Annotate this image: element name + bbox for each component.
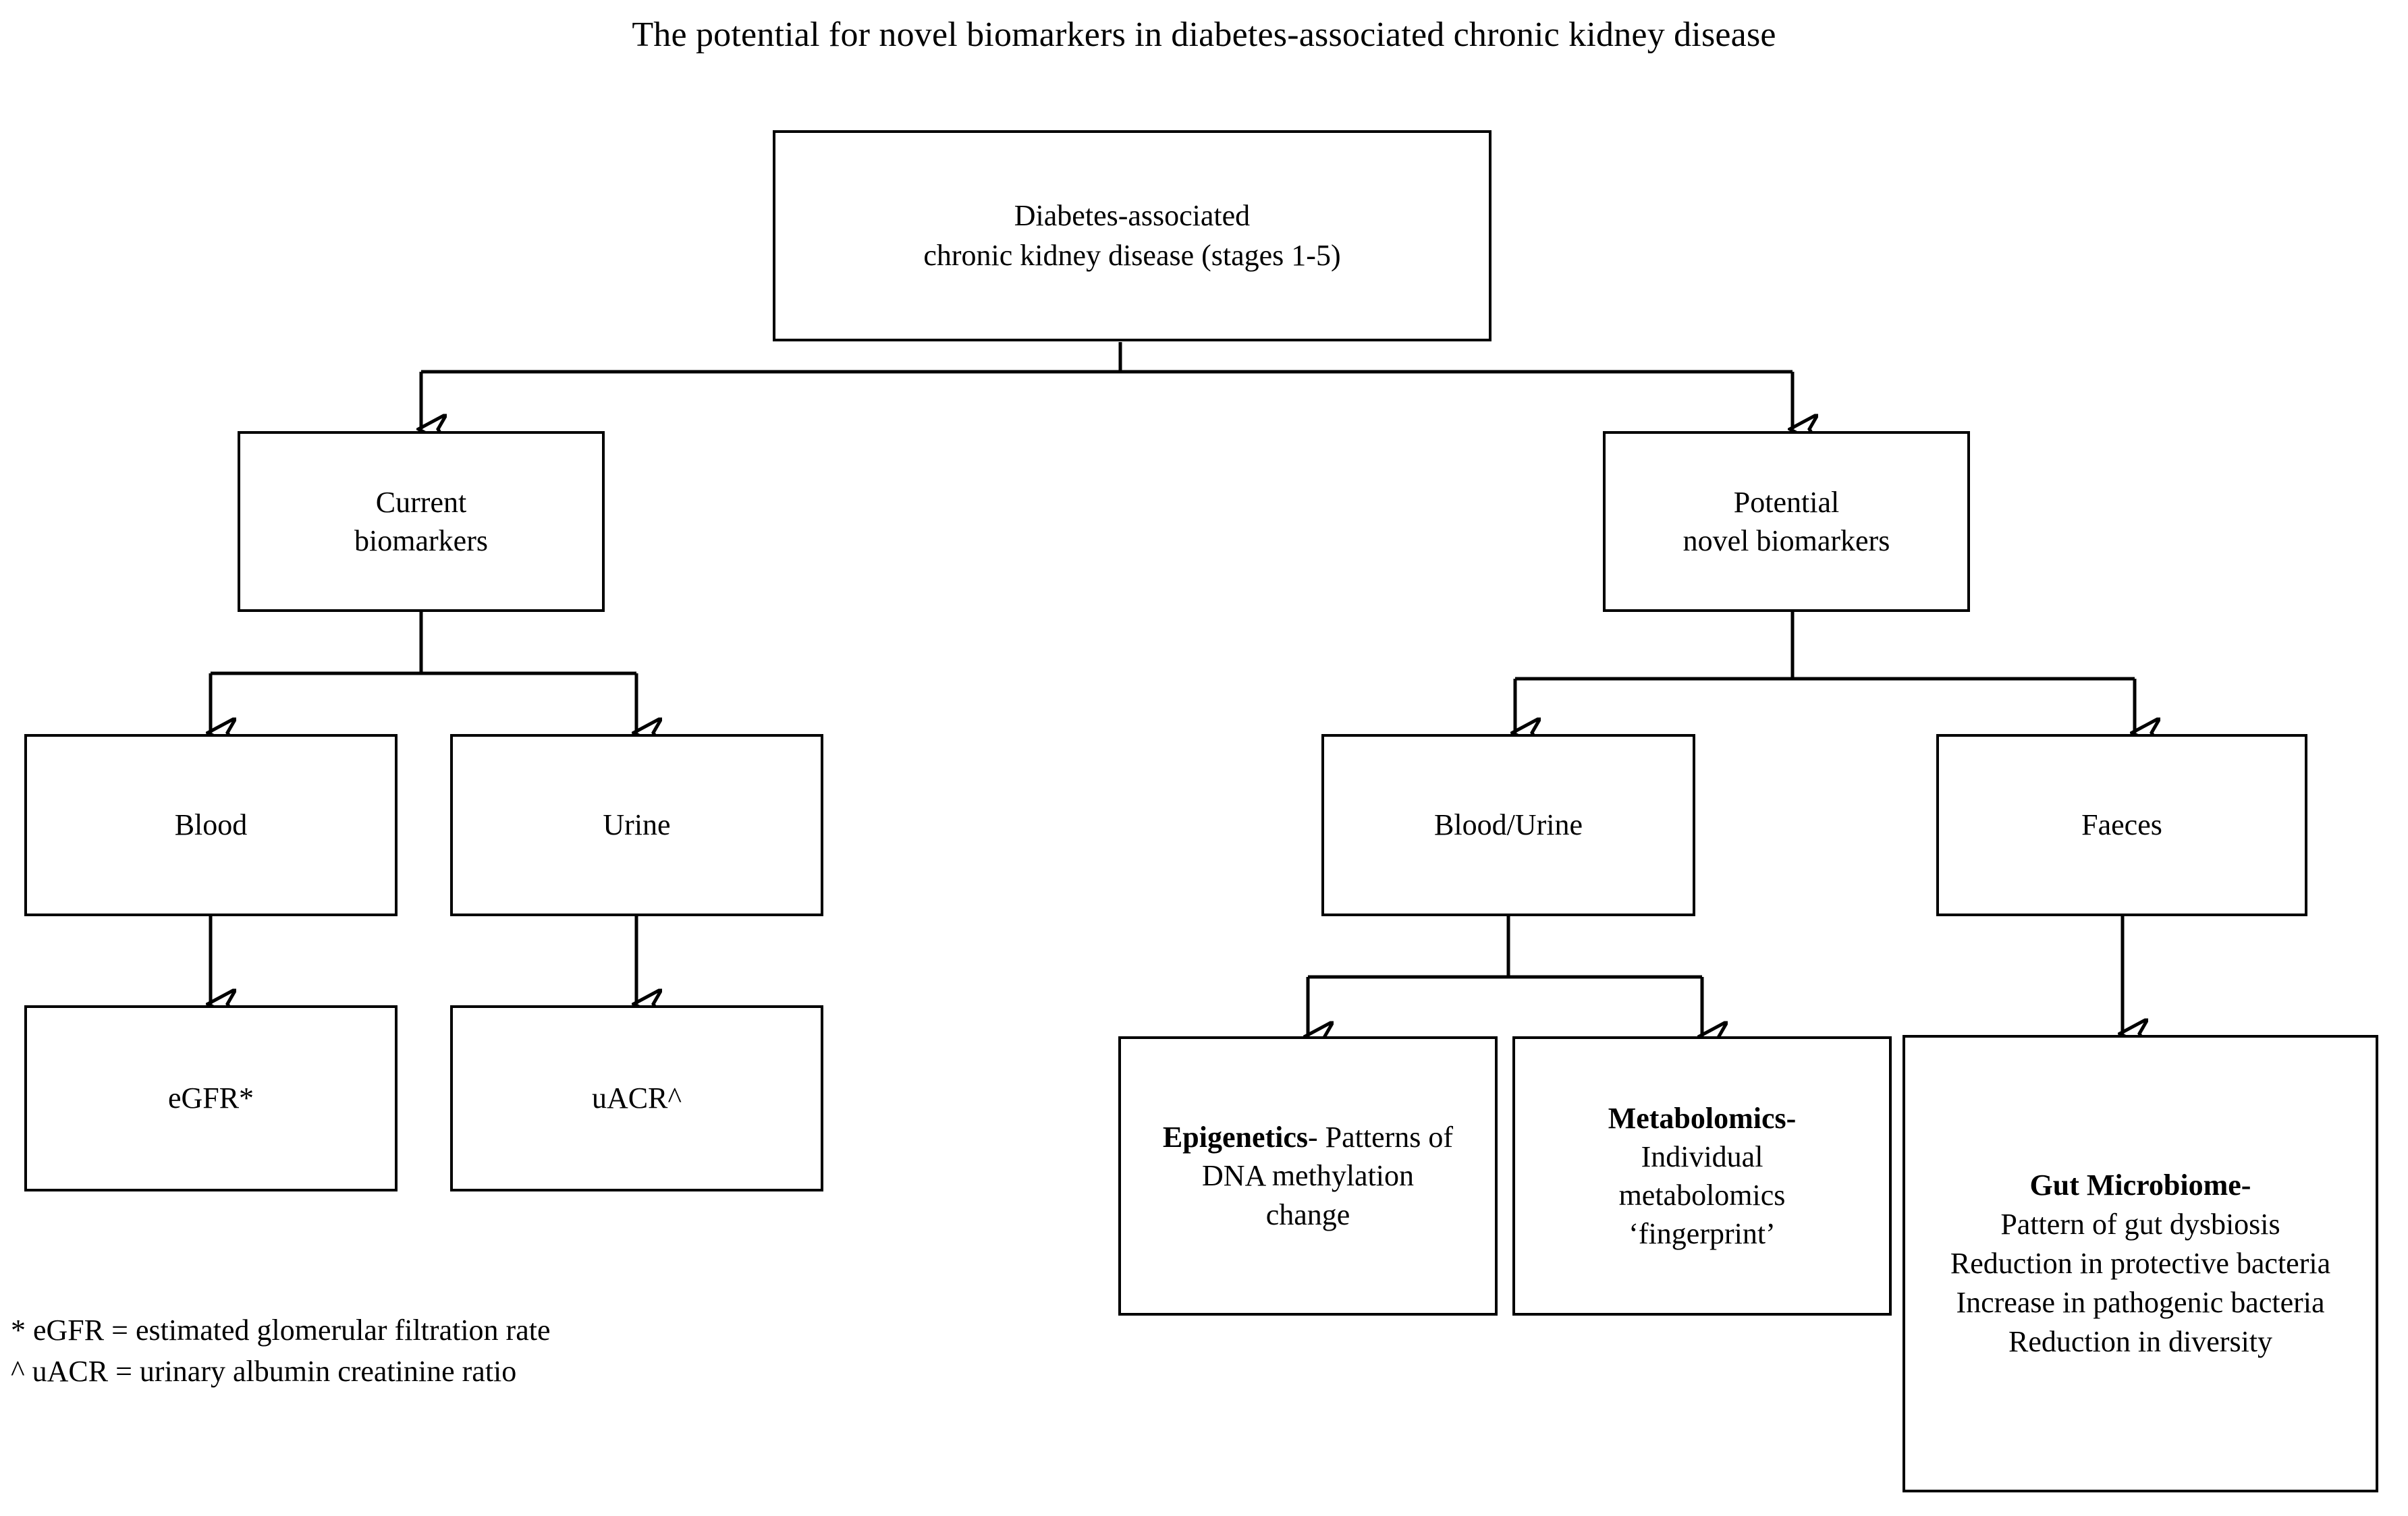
- node-current-biomarkers[interactable]: Current biomarkers: [238, 431, 605, 612]
- node-root-line2: chronic kidney disease (stages 1-5): [923, 238, 1341, 272]
- node-potential-novel-biomarkers-text: Potential novel biomarkers: [1676, 483, 1897, 560]
- node-root-text: Diabetes-associated chronic kidney disea…: [916, 196, 1347, 275]
- footnote-uacr: ^ uACR = urinary albumin creatinine rati…: [11, 1354, 517, 1388]
- node-epigenetics-line1-rest: - Patterns of: [1308, 1121, 1454, 1154]
- node-blood-urine-label: Blood/Urine: [1434, 808, 1583, 842]
- node-egfr-label: eGFR*: [167, 1082, 254, 1115]
- node-uacr[interactable]: uACR^: [450, 1005, 823, 1191]
- node-metabolomics-text: Metabolomics- Individual metabolomics ‘f…: [1602, 1099, 1803, 1254]
- footnote-egfr: * eGFR = estimated glomerular filtration…: [11, 1314, 551, 1347]
- node-metabolomics-heading: Metabolomics-: [1608, 1101, 1797, 1135]
- wire-bloodurine-split: [1308, 916, 1702, 1036]
- node-root[interactable]: Diabetes-associated chronic kidney disea…: [773, 130, 1492, 341]
- node-faeces[interactable]: Faeces: [1936, 734, 2307, 916]
- node-metabolomics[interactable]: Metabolomics- Individual metabolomics ‘f…: [1512, 1036, 1892, 1316]
- node-faeces-label: Faeces: [2081, 808, 2162, 842]
- node-gut-microbiome[interactable]: Gut Microbiome- Pattern of gut dysbiosis…: [1903, 1035, 2378, 1492]
- node-epigenetics-line2: DNA methylation: [1201, 1159, 1415, 1193]
- wire-root-split: [421, 342, 1793, 429]
- node-blood-label: Blood: [174, 808, 248, 842]
- node-epigenetics-line3: change: [1265, 1198, 1350, 1231]
- node-blood-urine[interactable]: Blood/Urine: [1321, 734, 1695, 916]
- node-epigenetics-heading: Epigenetics: [1162, 1121, 1309, 1154]
- node-potential-novel-biomarkers-line1: Potential: [1733, 485, 1840, 519]
- node-potential-novel-biomarkers[interactable]: Potential novel biomarkers: [1603, 431, 1970, 612]
- node-gut-microbiome-text: Gut Microbiome- Pattern of gut dysbiosis…: [1944, 1166, 2337, 1361]
- node-blood[interactable]: Blood: [24, 734, 398, 916]
- page-title: The potential for novel biomarkers in di…: [632, 16, 1776, 54]
- footnotes: * eGFR = estimated glomerular filtration…: [11, 1310, 550, 1392]
- node-metabolomics-line1: Individual: [1641, 1140, 1763, 1173]
- node-root-line1: Diabetes-associated: [1014, 199, 1251, 233]
- node-potential-novel-biomarkers-line2: novel biomarkers: [1682, 524, 1890, 557]
- node-metabolomics-line3: ‘fingerprint’: [1629, 1217, 1776, 1251]
- node-gut-microbiome-heading: Gut Microbiome-: [2029, 1168, 2251, 1202]
- node-urine[interactable]: Urine: [450, 734, 823, 916]
- node-epigenetics[interactable]: Epigenetics- Patterns of DNA methylation…: [1118, 1036, 1498, 1316]
- node-current-biomarkers-line2: biomarkers: [354, 524, 488, 557]
- node-gut-microbiome-line1: Pattern of gut dysbiosis: [2000, 1207, 2280, 1241]
- node-current-biomarkers-text: Current biomarkers: [348, 483, 495, 560]
- node-epigenetics-text: Epigenetics- Patterns of DNA methylation…: [1156, 1118, 1460, 1234]
- node-urine-label: Urine: [603, 808, 671, 842]
- node-gut-microbiome-line3: Increase in pathogenic bacteria: [1956, 1286, 2325, 1320]
- node-gut-microbiome-line2: Reduction in protective bacteria: [1950, 1246, 2331, 1280]
- node-gut-microbiome-line4: Reduction in diversity: [2008, 1325, 2273, 1359]
- node-current-biomarkers-line1: Current: [375, 485, 467, 519]
- node-egfr[interactable]: eGFR*: [24, 1005, 398, 1191]
- node-uacr-label: uACR^: [591, 1082, 682, 1115]
- node-metabolomics-line2: metabolomics: [1618, 1179, 1786, 1212]
- wire-potential-split: [1515, 612, 2135, 733]
- wire-current-split: [211, 612, 636, 733]
